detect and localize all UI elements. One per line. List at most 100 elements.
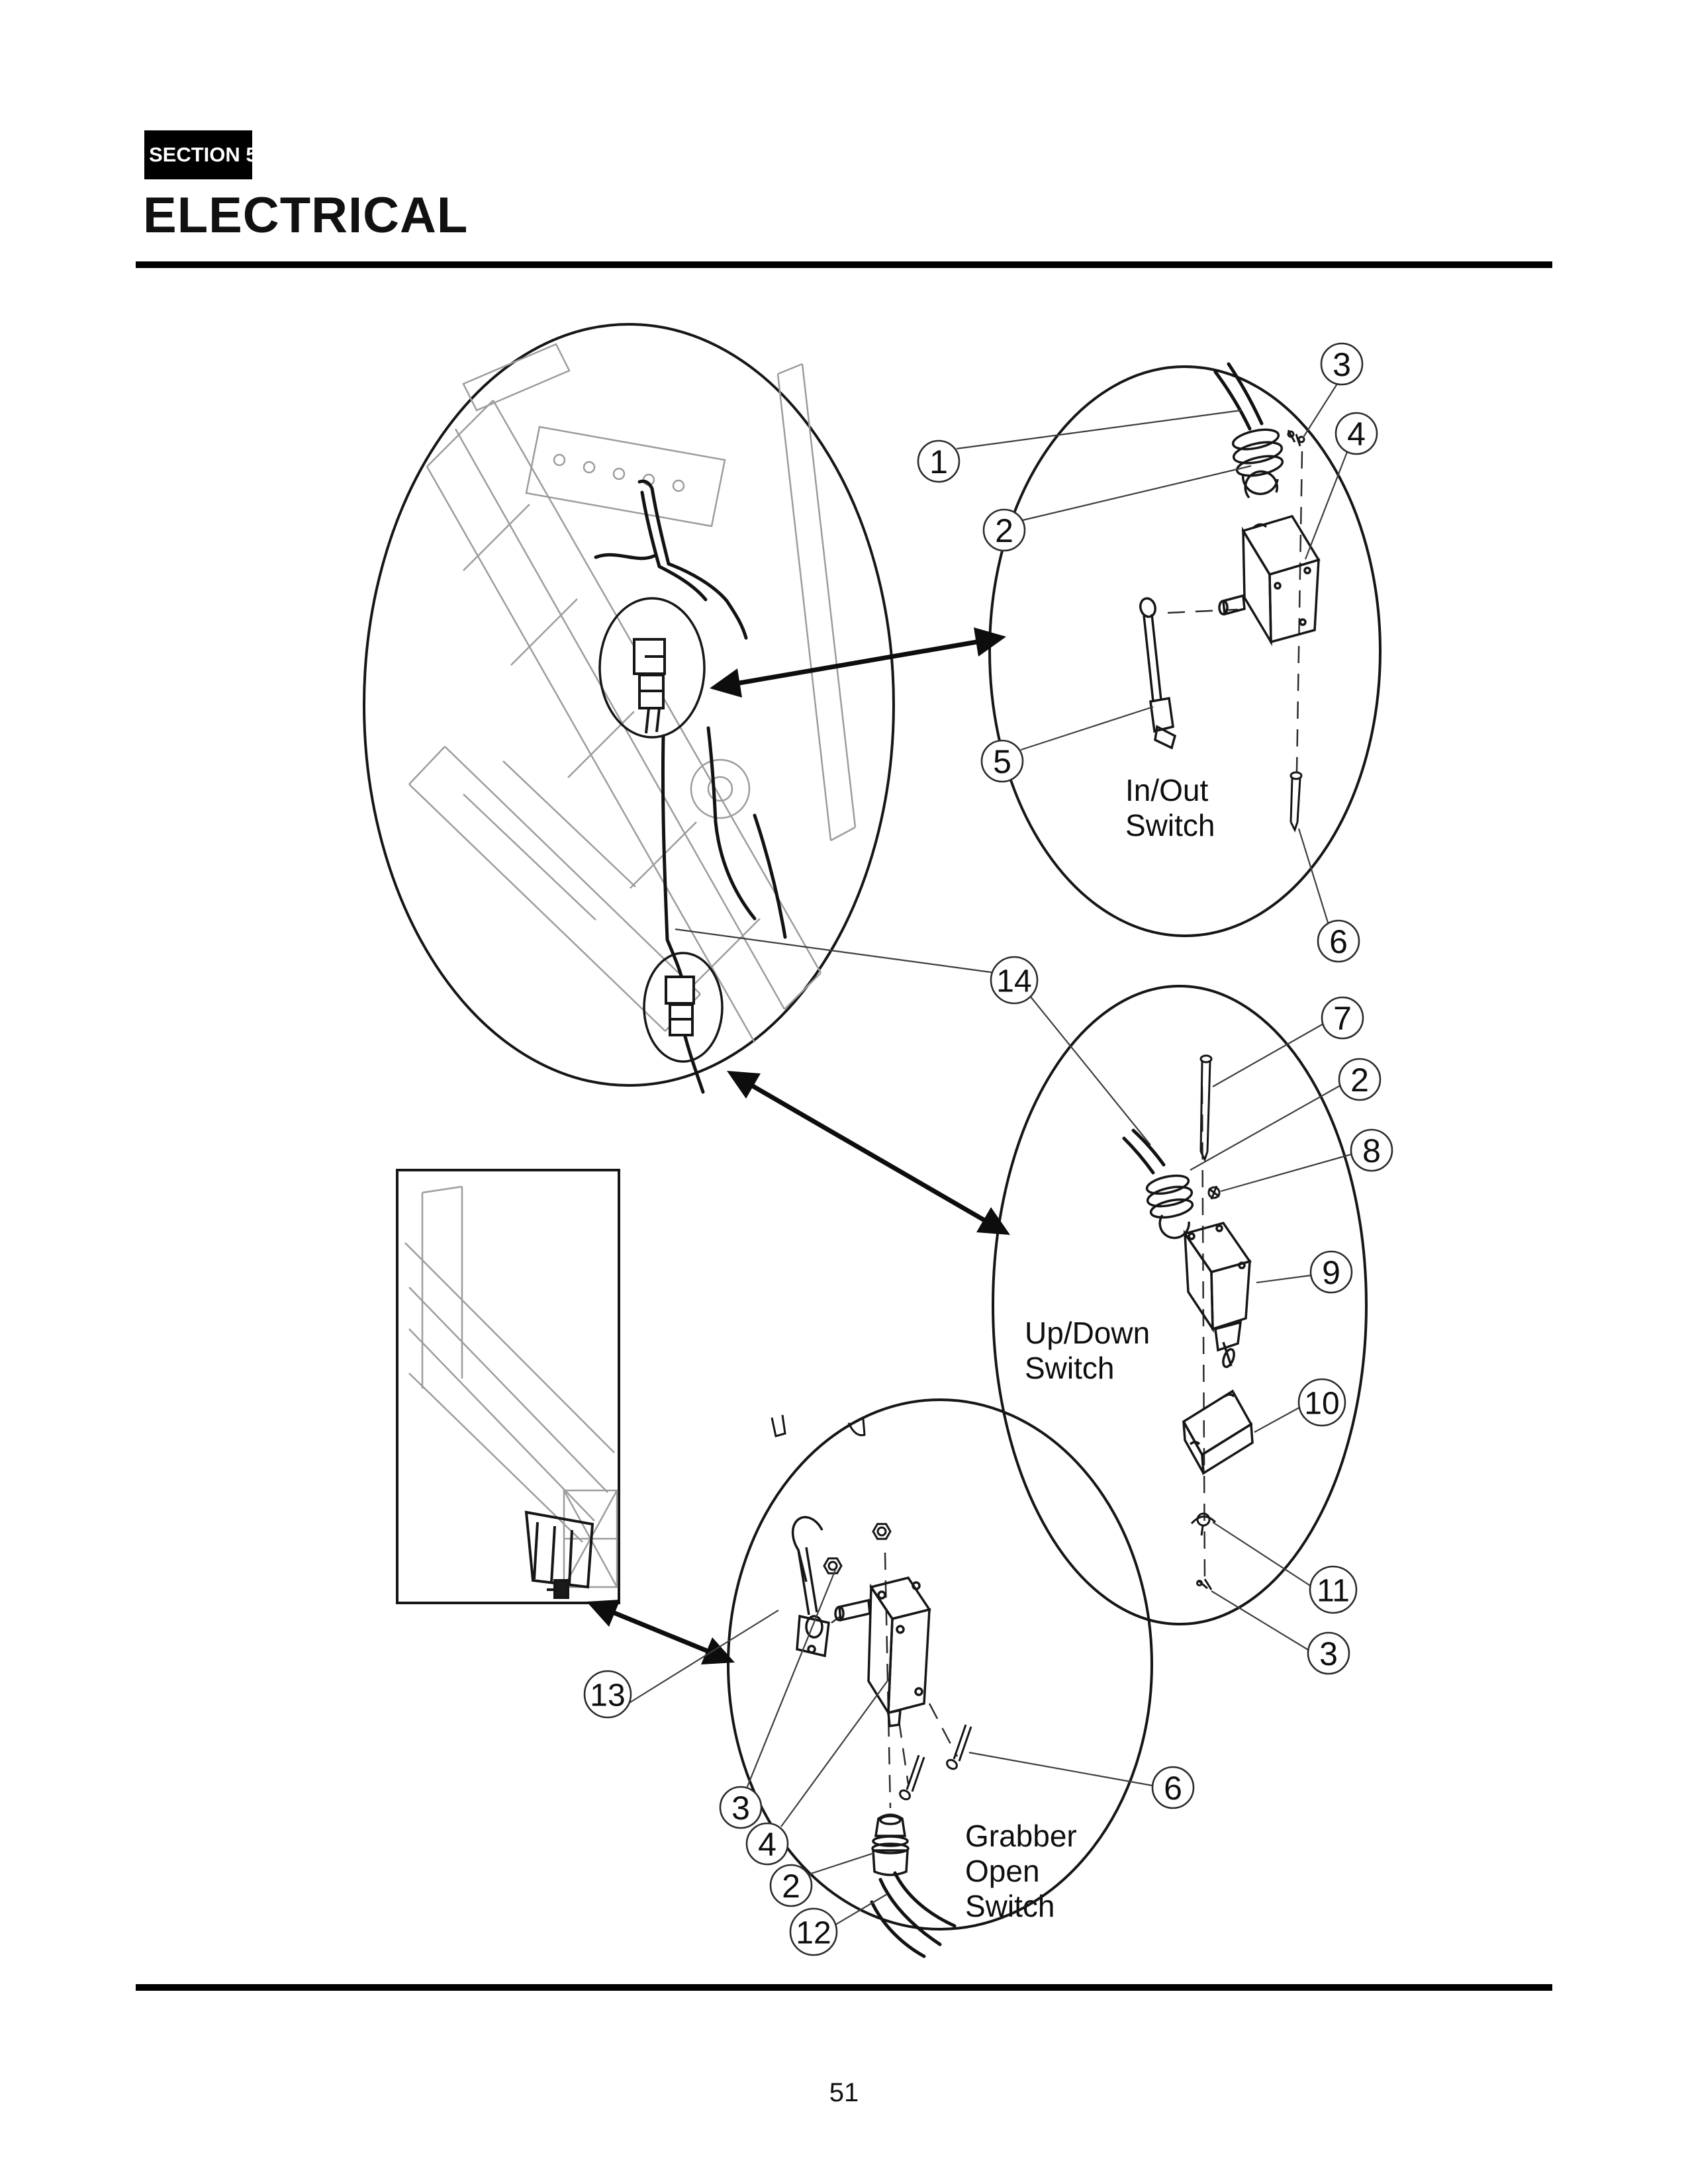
updown-switch-ellipse-group	[992, 985, 1368, 1625]
leader-3	[1302, 383, 1338, 439]
inout-switch-ellipse-group	[988, 362, 1382, 937]
leader-14b	[1029, 995, 1151, 1146]
inout-switch-ellipse	[988, 365, 1382, 937]
callout-number-7: 7	[1333, 1000, 1352, 1037]
callout-circle-7	[1321, 996, 1364, 1040]
updown-switch-label-line-2: Switch	[1025, 1351, 1115, 1385]
callout-number-14: 14	[996, 964, 1031, 999]
detail-arrows	[586, 627, 1010, 1664]
section-header-label: SECTION 5	[149, 143, 258, 166]
callout-circle-14	[990, 956, 1039, 1005]
updown-long-screw	[1199, 1054, 1213, 1162]
callout-number-2: 2	[782, 1868, 800, 1905]
inset-line-art	[404, 1185, 618, 1588]
leader-6	[1297, 828, 1329, 923]
machine-line-art	[408, 343, 857, 1043]
updown-switch-ellipse	[992, 985, 1368, 1625]
callout-number-2: 2	[1350, 1062, 1369, 1099]
grabber-nuts	[823, 1523, 892, 1574]
callout-circle-3	[719, 1786, 763, 1829]
grabber-aux-dashed	[831, 1615, 959, 1785]
callout-number-8: 8	[1362, 1132, 1381, 1169]
leader-7	[1212, 1023, 1324, 1087]
inout-connector	[1231, 428, 1284, 499]
callout-circle-2	[982, 508, 1026, 552]
updown-centerline-dashed	[1201, 1086, 1206, 1582]
inout-location-circle	[598, 597, 706, 739]
callout-circle-4	[745, 1822, 789, 1866]
callout-circle-2	[1338, 1058, 1382, 1101]
machine-overview-ellipse-group	[363, 323, 895, 1094]
grabber-ellipse-tabs	[771, 1414, 866, 1437]
leader-11	[1212, 1522, 1314, 1588]
bottom-rule	[136, 1984, 1552, 1991]
callout-number-12: 12	[796, 1915, 831, 1950]
grabber-switch-ellipse	[727, 1398, 1153, 1931]
updown-cable	[1122, 1128, 1166, 1175]
leader-8	[1220, 1153, 1352, 1193]
grabber-switch-label-line-3: Switch	[965, 1889, 1055, 1923]
inout-cable	[1213, 362, 1264, 431]
grabber-switch-label-line-2: Open	[965, 1854, 1040, 1888]
leader-3b	[1211, 1590, 1310, 1651]
callout-circle-6	[1151, 1766, 1195, 1809]
machine-overview-ellipse	[363, 323, 895, 1087]
callout-number-4: 4	[758, 1826, 776, 1863]
machine-inset-box-group	[396, 1169, 620, 1604]
machine-inset-box	[396, 1169, 620, 1604]
updown-cover-plate	[1182, 1389, 1254, 1476]
leader-13	[628, 1610, 779, 1704]
leader-2	[1022, 465, 1252, 522]
inset-grabber-switch-glyph	[553, 1579, 569, 1599]
inout-switch-body	[1218, 514, 1321, 647]
inout-centerline-dashed	[1295, 451, 1303, 772]
leader-4	[1304, 451, 1348, 560]
callout-number-6: 6	[1164, 1770, 1182, 1807]
grabber-mounting-screws	[899, 1724, 972, 1801]
callout-number-10: 10	[1304, 1386, 1339, 1421]
inset-grabber-bracket	[524, 1510, 594, 1599]
callout-circle-1	[917, 439, 961, 483]
grabber-cable	[870, 1871, 957, 1958]
inout-long-screw	[1289, 771, 1303, 833]
callout-circle-11	[1309, 1565, 1358, 1614]
leader-3c	[745, 1569, 837, 1789]
leader-6b	[968, 1751, 1153, 1787]
inout-location-switch-glyph	[633, 638, 666, 734]
inout-lever-arm	[1139, 597, 1177, 750]
leader-14a	[675, 928, 996, 974]
updown-detail-arrow	[727, 1071, 1010, 1235]
callout-number-4: 4	[1347, 416, 1366, 453]
page-number: 51	[829, 2078, 859, 2107]
updown-location-circle	[643, 952, 724, 1063]
callout-number-3: 3	[731, 1790, 750, 1827]
leader-4b	[780, 1679, 889, 1827]
callout-circle-12	[789, 1907, 838, 1956]
updown-lock-nut	[1207, 1185, 1221, 1200]
grabber-hook-lever	[791, 1516, 830, 1658]
callout-number-5: 5	[993, 743, 1011, 780]
leader-2c	[808, 1852, 874, 1876]
updown-eye-screw	[1190, 1512, 1217, 1536]
callout-number-3: 3	[1333, 346, 1351, 383]
callout-circle-3	[1307, 1631, 1350, 1675]
leader-10	[1254, 1405, 1303, 1433]
leader-2b	[1190, 1085, 1341, 1171]
callout-number-3: 3	[1319, 1635, 1338, 1672]
grabber-switch-body	[834, 1576, 931, 1727]
callout-number-11: 11	[1317, 1573, 1350, 1608]
leader-5	[1020, 705, 1154, 751]
callout-circle-9	[1309, 1250, 1353, 1294]
updown-location-switch-glyph	[665, 976, 695, 1036]
callout-number-13: 13	[590, 1678, 625, 1713]
inout-switch-label-line-1: In/Out	[1125, 773, 1209, 807]
callout-number-6: 6	[1329, 923, 1348, 960]
updown-switch-label-line-1: Up/Down	[1025, 1316, 1150, 1350]
updown-switch-body	[1183, 1221, 1252, 1369]
grabber-switch-label-line-1: Grabber	[965, 1819, 1077, 1853]
